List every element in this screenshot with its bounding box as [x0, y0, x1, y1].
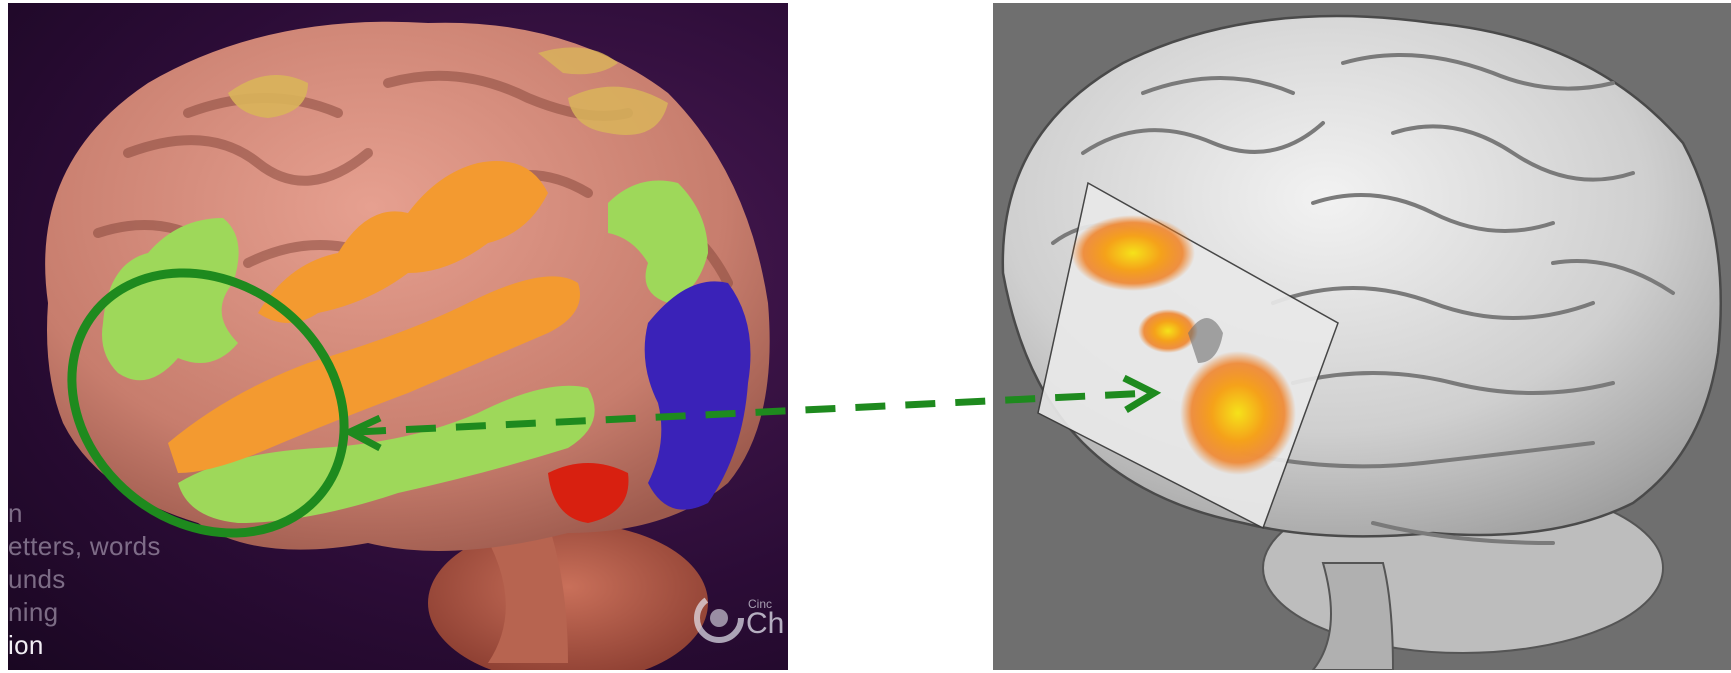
- activation-hotspot-2: [1138, 309, 1198, 353]
- legend-item-4: ning: [8, 597, 58, 628]
- right-brain-render-panel: [993, 3, 1731, 670]
- legend-item-5-active: ion: [8, 630, 44, 661]
- watermark-logo: Cinc Ch: [692, 591, 788, 651]
- logo-mark-icon: [692, 591, 746, 645]
- legend-list: n etters, words unds ning ion: [8, 490, 208, 670]
- right-brain-render: [993, 3, 1731, 670]
- region-blue-occipital: [645, 281, 751, 509]
- legend-item-2: etters, words: [8, 531, 161, 562]
- legend-item-1: n: [8, 498, 23, 529]
- logo-big-text: Ch: [746, 607, 784, 641]
- left-brain-illustration-panel: n etters, words unds ning ion Cinc Ch: [8, 3, 788, 670]
- activation-hotspot-3: [1180, 351, 1296, 475]
- legend-item-3: unds: [8, 564, 66, 595]
- activation-hotspot-1: [1071, 215, 1195, 291]
